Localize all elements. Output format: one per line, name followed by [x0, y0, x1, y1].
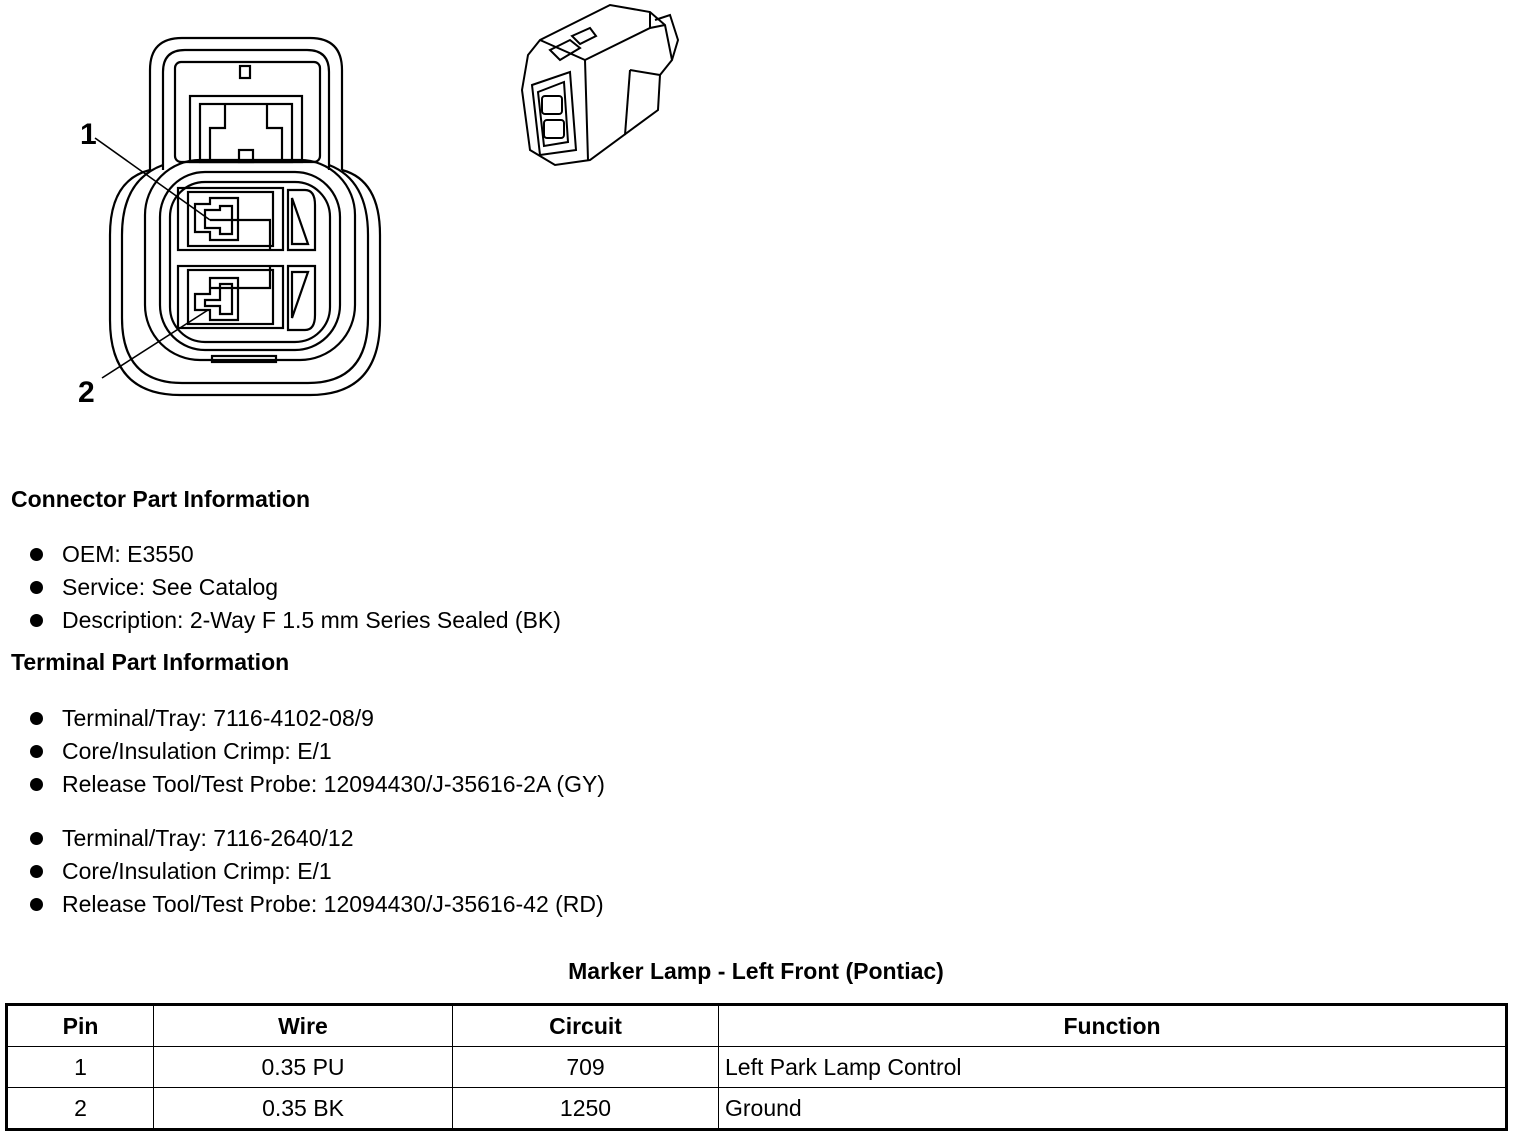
list-item: Core/Insulation Crimp: E/1: [30, 855, 604, 888]
list-item: Release Tool/Test Probe: 12094430/J-3561…: [30, 768, 605, 801]
list-item: Core/Insulation Crimp: E/1: [30, 735, 605, 768]
pin-2-label: 2: [78, 376, 95, 409]
connector-isometric-diagram: [520, 3, 680, 167]
list-item: Description: 2-Way F 1.5 mm Series Seale…: [30, 604, 561, 637]
pin-2-leader-line: [101, 309, 209, 379]
list-item: Terminal/Tray: 7116-2640/12: [30, 822, 604, 855]
bullet-icon: [30, 778, 43, 791]
header-circuit: Circuit: [452, 1004, 719, 1047]
cell-function: Ground: [718, 1087, 1507, 1130]
cell-pin: 1: [6, 1046, 154, 1088]
table-header-row: Pin Wire Circuit Function: [6, 1004, 1507, 1047]
header-pin: Pin: [6, 1004, 154, 1047]
bullet-icon: [30, 581, 43, 594]
terminal-part-information-list-1: Terminal/Tray: 7116-4102-08/9 Core/Insul…: [30, 702, 605, 801]
cell-circuit: 1250: [452, 1087, 719, 1130]
connector-part-information-heading: Connector Part Information: [11, 486, 311, 512]
header-wire: Wire: [153, 1004, 453, 1047]
terminal-part-information-heading: Terminal Part Information: [11, 649, 290, 675]
cell-pin: 2: [6, 1087, 154, 1130]
bullet-icon: [30, 614, 43, 627]
cell-wire: 0.35 BK: [153, 1087, 453, 1130]
list-item: OEM: E3550: [30, 538, 561, 571]
bullet-icon: [30, 548, 43, 561]
connector-part-information-list: OEM: E3550 Service: See Catalog Descript…: [30, 538, 561, 637]
cell-wire: 0.35 PU: [153, 1046, 453, 1088]
connector-front-view-diagram: 1 2: [78, 36, 382, 409]
pin-table: Pin Wire Circuit Function 1 0.35 PU 709 …: [5, 1003, 1508, 1131]
pin-table-title: Marker Lamp - Left Front (Pontiac): [568, 958, 944, 984]
list-item: Terminal/Tray: 7116-4102-08/9: [30, 702, 605, 735]
table-row: 2 0.35 BK 1250 Ground: [6, 1087, 1507, 1130]
bullet-icon: [30, 865, 43, 878]
list-item: Service: See Catalog: [30, 571, 561, 604]
cell-circuit: 709: [452, 1046, 719, 1088]
bullet-icon: [30, 712, 43, 725]
table-row: 1 0.35 PU 709 Left Park Lamp Control: [6, 1046, 1507, 1088]
terminal-part-information-list-2: Terminal/Tray: 7116-2640/12 Core/Insulat…: [30, 822, 604, 921]
pin-1-label: 1: [80, 118, 97, 151]
list-item: Release Tool/Test Probe: 12094430/J-3561…: [30, 888, 604, 921]
bullet-icon: [30, 832, 43, 845]
header-function: Function: [718, 1004, 1507, 1047]
cell-function: Left Park Lamp Control: [718, 1046, 1507, 1088]
bullet-icon: [30, 745, 43, 758]
bullet-icon: [30, 898, 43, 911]
pin-1-leader-line: [94, 137, 211, 221]
